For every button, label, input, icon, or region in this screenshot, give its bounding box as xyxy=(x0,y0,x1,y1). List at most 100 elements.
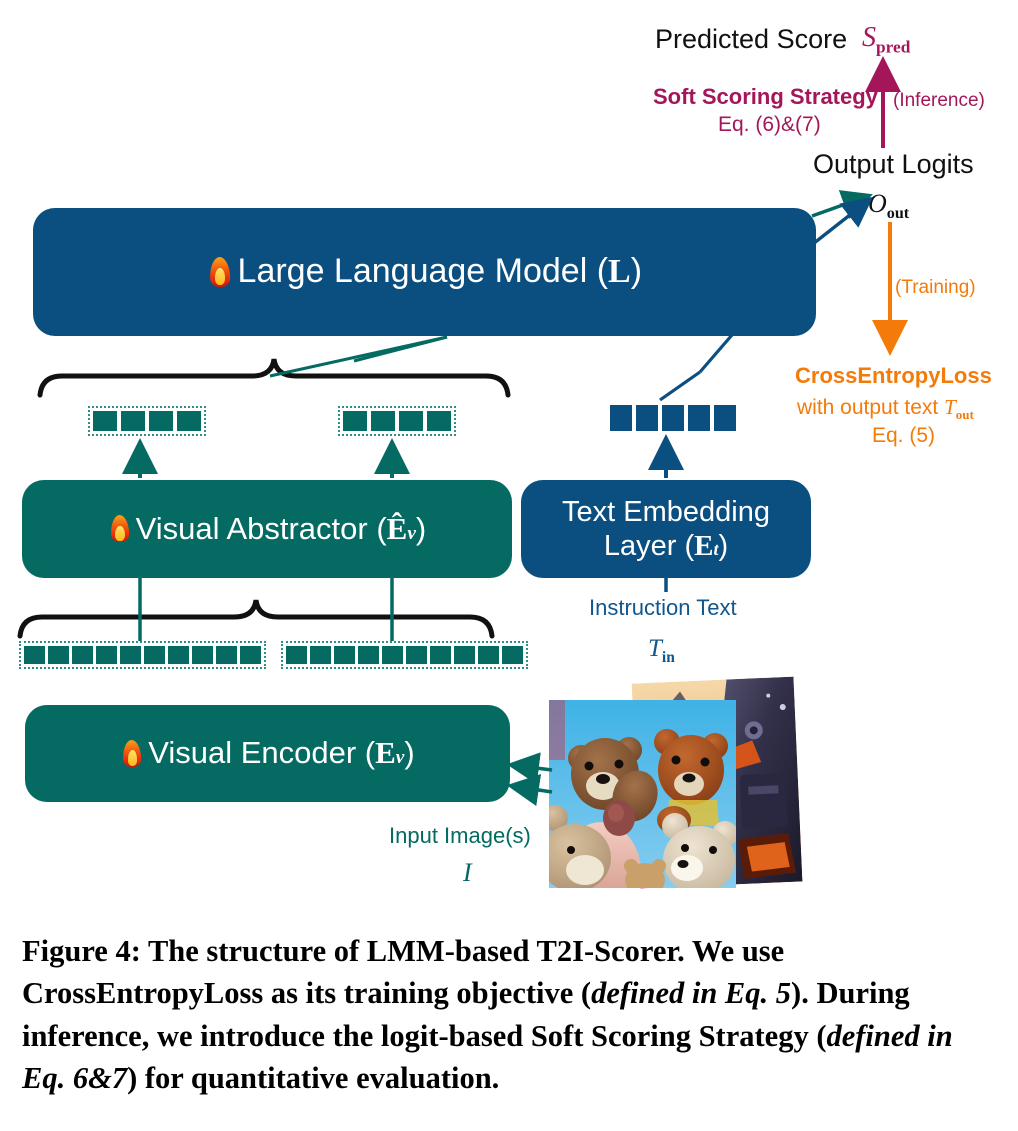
caption-line1: The structure of LMM-based T2I-Scorer. W… xyxy=(140,934,785,968)
text-token-group xyxy=(610,405,736,431)
loss-output-text-symbol: T xyxy=(944,395,956,419)
i-symbol: I xyxy=(463,857,472,888)
inference-label: (Inference) xyxy=(893,90,985,111)
token-cell xyxy=(358,646,379,664)
caption-prefix: Figure 4: xyxy=(22,934,141,968)
token-cell xyxy=(177,411,201,431)
visual-abstractor-box[interactable]: Visual Abstractor (Êv) xyxy=(22,480,512,578)
i-letter: I xyxy=(463,858,472,887)
token-cell xyxy=(72,646,93,664)
fire-icon xyxy=(120,738,144,767)
llm-symbol: L xyxy=(608,253,631,291)
llm-label: Large Language Model ( xyxy=(237,252,609,291)
training-label: (Training) xyxy=(895,277,976,298)
loss-title: CrossEntropyLoss xyxy=(795,363,992,388)
visual-abstractor-subscript: v xyxy=(407,522,416,544)
images-to-encoder-arrow-1 xyxy=(506,752,553,785)
instruction-text-label: Instruction Text xyxy=(589,595,737,620)
visual-encoder-label: Visual Encoder ( xyxy=(148,735,376,771)
caption-line2a: CrossEntropyLoss as its training objecti… xyxy=(22,976,592,1011)
token-cell xyxy=(662,405,684,431)
text-tokens-to-llm-line xyxy=(659,370,701,402)
token-cell xyxy=(310,646,331,664)
visual-encoder-box[interactable]: Visual Encoder (Ev) xyxy=(25,705,510,802)
encoder-token-group-1 xyxy=(19,641,266,669)
token-cell xyxy=(478,646,499,664)
text-embedding-label-line1: Text Embedding xyxy=(562,495,770,528)
o-out-letter: O xyxy=(868,189,887,218)
s-pred-symbol: Spred xyxy=(862,22,910,58)
token-cell xyxy=(168,646,189,664)
large-language-model-box[interactable]: Large Language Model (L) xyxy=(33,208,816,336)
token-cell xyxy=(636,405,658,431)
abstractor-token-group-2 xyxy=(338,406,456,436)
visual-abstractor-closing: ) xyxy=(415,510,427,546)
token-cell xyxy=(427,411,451,431)
upper-brace xyxy=(37,358,511,398)
token-cell xyxy=(192,646,213,664)
token-cell xyxy=(96,646,117,664)
token-cell xyxy=(24,646,45,664)
predicted-score-label: Predicted Score xyxy=(655,24,848,54)
figure-caption: Figure 4: The structure of LMM-based T2I… xyxy=(22,930,998,1100)
soft-scoring-equation: Eq. (6)&(7) xyxy=(718,113,821,136)
brace-to-llm-line-2 xyxy=(269,335,448,378)
input-images-label: Input Image(s) xyxy=(389,823,531,848)
visual-encoder-subscript: v xyxy=(395,747,405,769)
images-to-encoder-arrow-2 xyxy=(506,773,553,807)
token-cell xyxy=(149,411,173,431)
fire-icon xyxy=(108,514,132,543)
output-logits-label: Output Logits xyxy=(813,149,974,179)
caption-line4c: ) for quantitative evaluation. xyxy=(127,1061,500,1096)
text-embedding-symbol: E xyxy=(694,530,714,562)
visual-abstractor-symbol: Ê xyxy=(386,510,408,546)
caption-line2c: ). xyxy=(791,976,809,1011)
loss-equation: Eq. (5) xyxy=(872,424,936,447)
loss-output-text-subscript: out xyxy=(955,407,974,423)
caption-line3: During inference, we introduce the logit… xyxy=(22,976,910,1053)
lower-brace xyxy=(17,599,495,639)
s-pred-letter: S xyxy=(862,22,876,53)
s-pred-subscript: pred xyxy=(876,37,911,57)
loss-subtitle: with output text Tout xyxy=(797,395,974,423)
token-cell xyxy=(93,411,117,431)
visual-abstractor-label: Visual Abstractor ( xyxy=(135,510,387,546)
loss-subtitle-prefix: with output text xyxy=(797,396,945,419)
o-out-subscript: out xyxy=(886,205,910,223)
caption-line2b: defined in Eq. 5 xyxy=(591,976,792,1011)
visual-encoder-closing: ) xyxy=(404,735,415,771)
token-cell xyxy=(430,646,451,664)
token-cell xyxy=(399,411,423,431)
soft-scoring-title: Soft Scoring Strategy xyxy=(653,84,878,109)
text-embedding-label-line2: Layer ( xyxy=(603,530,695,562)
visual-encoder-symbol: E xyxy=(375,735,396,771)
token-cell xyxy=(286,646,307,664)
token-cell xyxy=(688,405,710,431)
token-cell xyxy=(48,646,69,664)
encoder-token-group-2 xyxy=(281,641,528,669)
llm-closing: ) xyxy=(630,252,643,291)
abstractor-token-group-1 xyxy=(88,406,206,436)
token-cell xyxy=(216,646,237,664)
token-cell xyxy=(714,405,736,431)
token-cell xyxy=(371,411,395,431)
token-cell xyxy=(610,405,632,431)
brace-to-llm-line xyxy=(353,335,448,363)
text-embedding-subscript: t xyxy=(713,539,719,559)
t-in-subscript: in xyxy=(661,649,675,666)
thumbnail-front-teddy-bears xyxy=(549,700,736,888)
token-cell xyxy=(334,646,355,664)
t-in-letter: T xyxy=(648,635,662,662)
t-in-symbol: Tin xyxy=(648,634,675,667)
fire-icon xyxy=(207,255,234,287)
token-cell xyxy=(454,646,475,664)
token-cell xyxy=(121,411,145,431)
token-cell xyxy=(502,646,523,664)
text-embedding-layer-box[interactable]: Text Embedding Layer (Et) xyxy=(521,480,811,578)
token-cell xyxy=(144,646,165,664)
token-cell xyxy=(120,646,141,664)
text-embedding-closing: ) xyxy=(718,530,729,562)
caption-line4b: defined in Eq. 6&7 xyxy=(22,1018,953,1096)
caption-line4a: Strategy ( xyxy=(698,1018,827,1053)
llm-to-output-logits-arrow-teal xyxy=(811,190,873,219)
